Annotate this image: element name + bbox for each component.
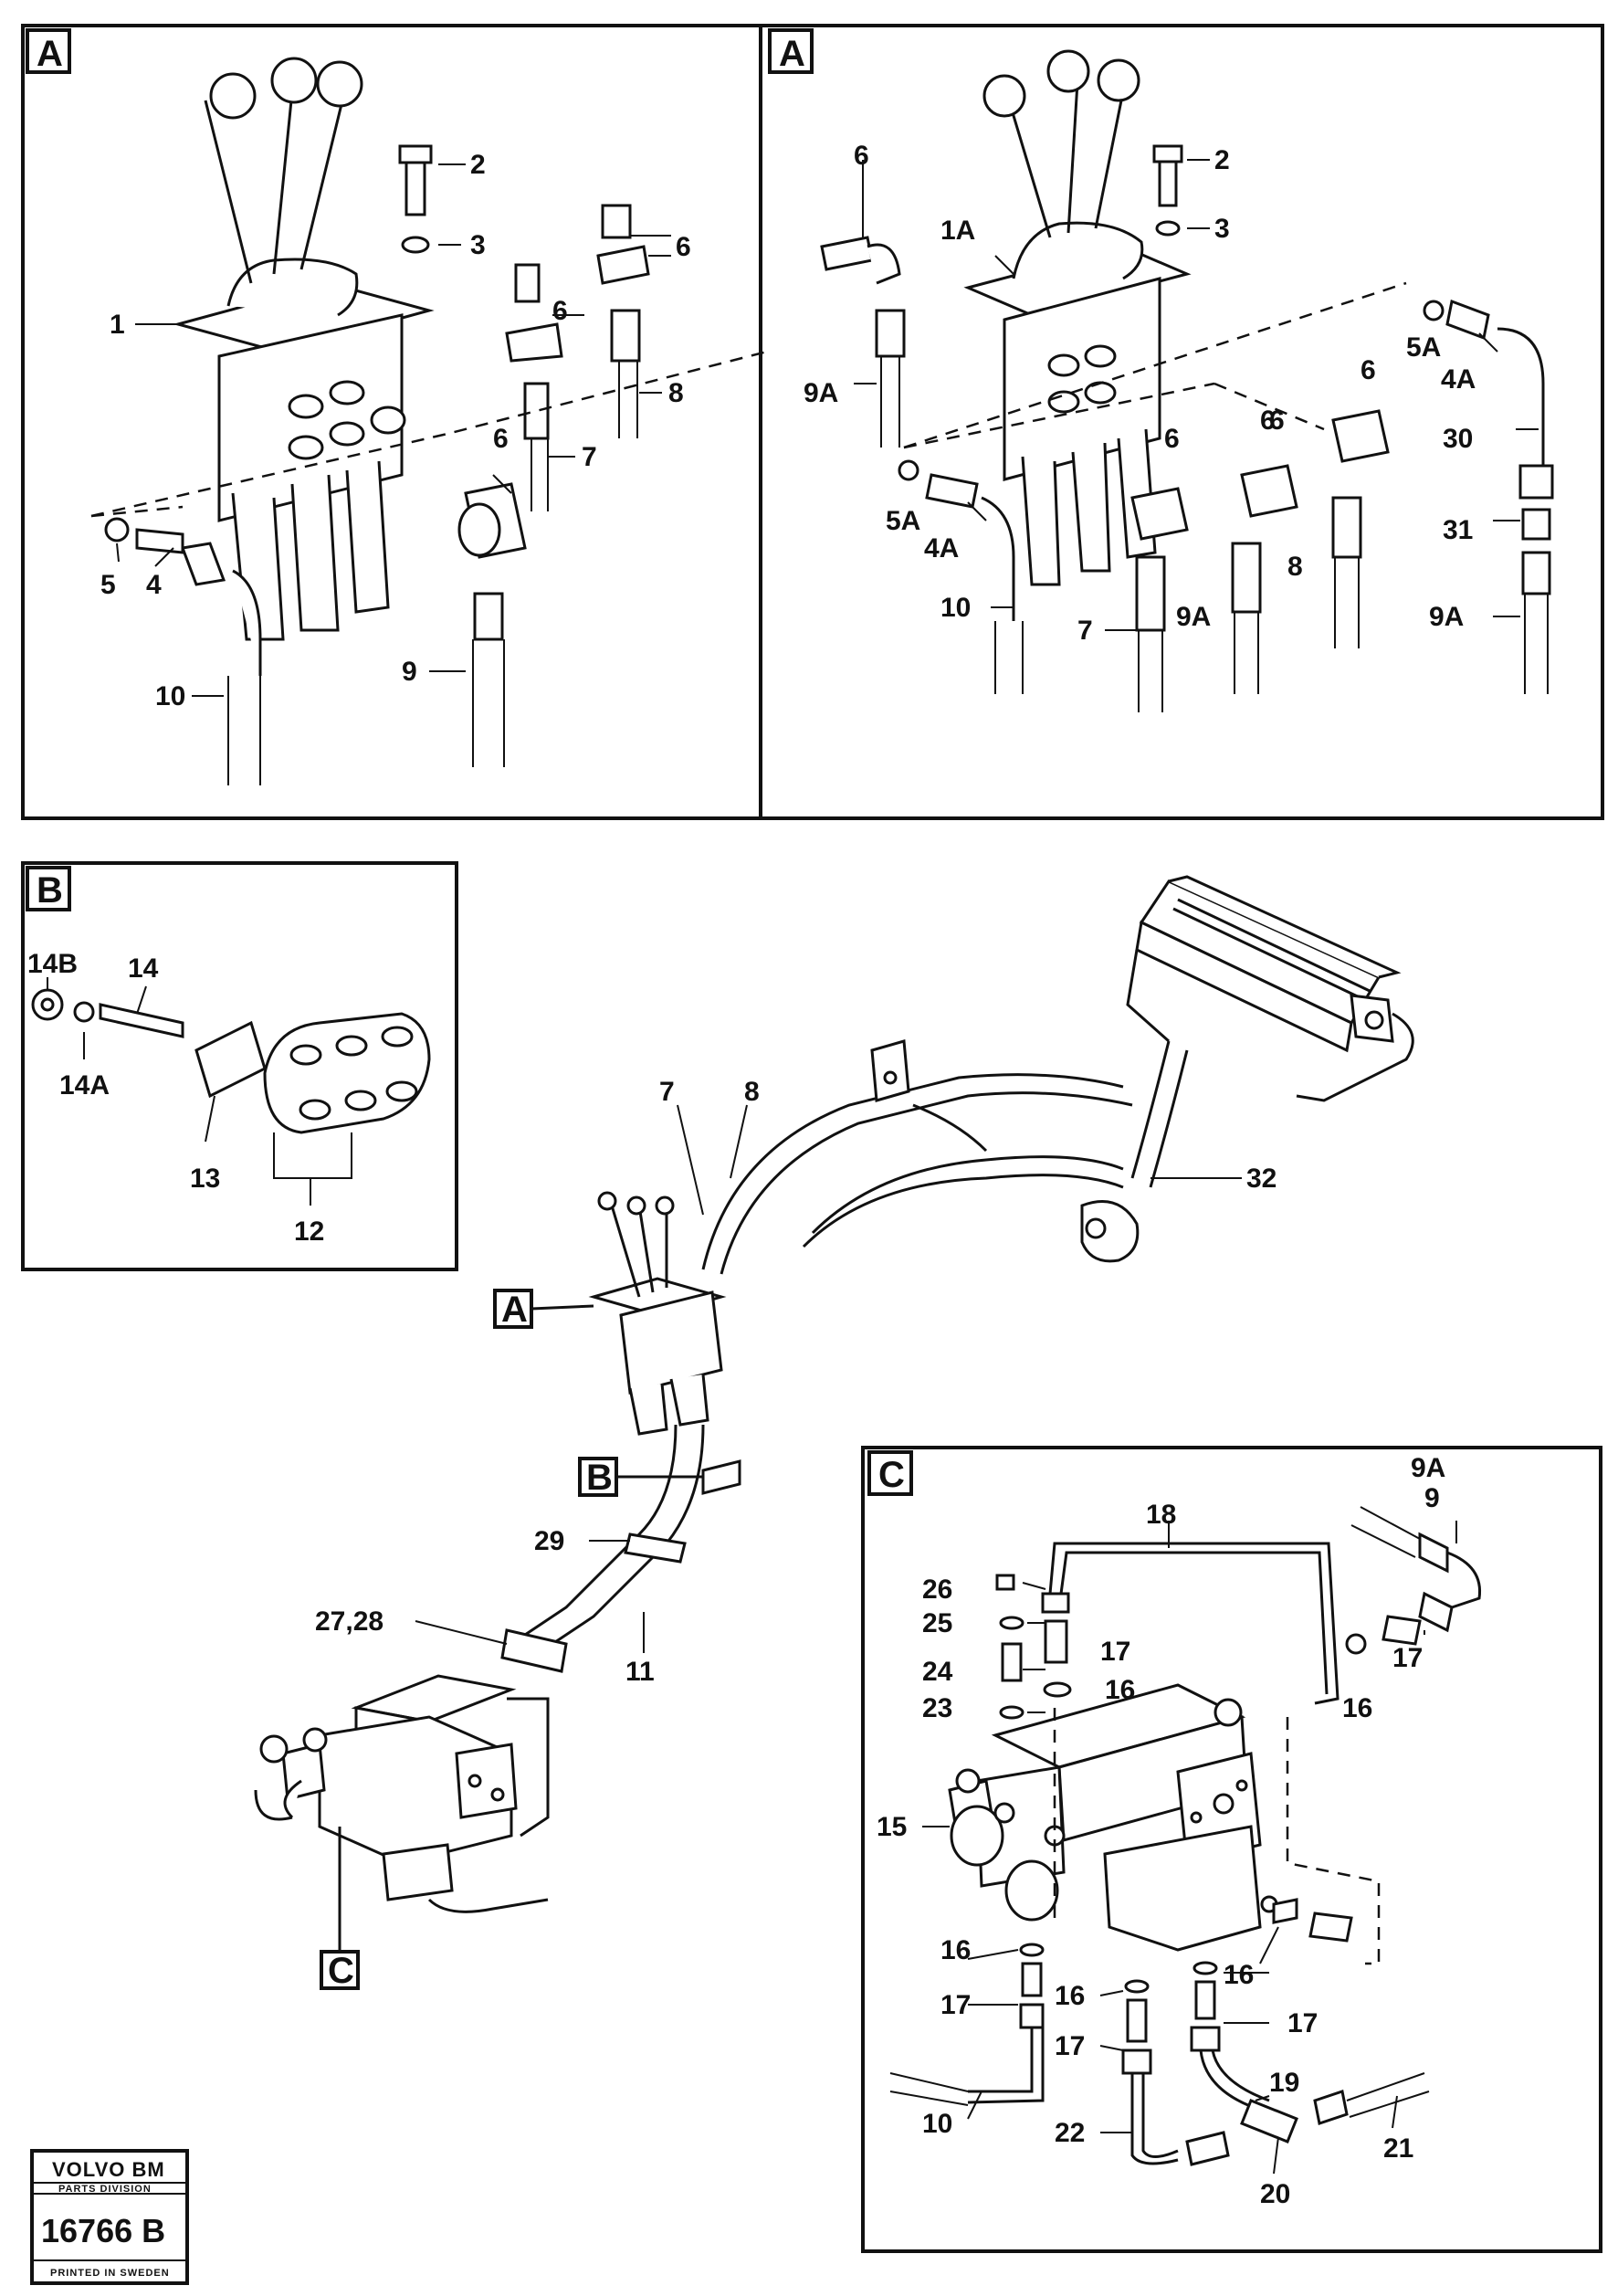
control-valve-1a [963, 49, 1192, 586]
volvo-bm-stamp: VOLVO BM PARTS DIVISION 16766 B PRINTED … [30, 2149, 189, 2285]
part-number-label: 16 [1342, 1693, 1372, 1723]
part-number-label: 16 [1105, 1675, 1135, 1705]
panel-a-right-letter: A [779, 34, 805, 74]
part-number-label: 6 [1361, 355, 1376, 385]
part-number-label: 14B [27, 949, 78, 979]
part-number-label: 14A [59, 1070, 110, 1101]
part-number-label: 9A [1429, 602, 1464, 632]
main-control-valve [588, 1191, 727, 1436]
part-number-label: 9 [402, 657, 417, 687]
part-number-label: 3 [470, 230, 486, 260]
part-number-label: 24 [922, 1657, 953, 1687]
part-number-label: 18 [1146, 1500, 1176, 1530]
part-number-label: 9A [1411, 1453, 1445, 1483]
main-assembly: A B C 7 8 11 27,28 29 32 [254, 875, 1414, 1991]
part-number-label: 5A [886, 506, 920, 536]
part-number-label: 6 [676, 232, 691, 262]
part-number-label: 29 [534, 1526, 564, 1556]
stamp-division: PARTS DIVISION [58, 2184, 152, 2195]
part-number-label: 2 [1214, 145, 1230, 175]
panel-a-right: A [759, 24, 1604, 820]
part-number-label: 9A [1176, 602, 1211, 632]
part-number-label: 17 [940, 1990, 971, 2020]
part-number-label: 17 [1287, 2008, 1318, 2038]
part-number-label: 13 [190, 1164, 220, 1194]
part-number-label: 27,28 [315, 1606, 383, 1637]
part-number-label: 32 [1246, 1164, 1277, 1194]
part-number-label: 1 [110, 310, 125, 340]
panel-a-left: A [21, 24, 768, 820]
part-number-label: 5 [100, 570, 116, 600]
part-number-label: 16 [1224, 1960, 1254, 1990]
callout-c-letter: C [328, 1951, 354, 1991]
callout-a-letter: A [501, 1290, 528, 1330]
part-number-label: 23 [922, 1693, 952, 1723]
part-number-label: 7 [582, 442, 597, 472]
panel-b-letter: B [37, 870, 63, 911]
part-number-label: 26 [922, 1575, 952, 1605]
panel-a-left-letter: A [37, 34, 63, 74]
panel-c: C [861, 1446, 1602, 2253]
stamp-number: 16766 B [41, 2212, 165, 2249]
part-number-label: 8 [744, 1077, 760, 1107]
oil-cooler [1126, 875, 1414, 1102]
part-number-label: 30 [1443, 424, 1473, 454]
part-number-label: 10 [922, 2109, 952, 2139]
part-number-label: 9A [804, 378, 838, 408]
part-number-label: 8 [1287, 552, 1303, 582]
panel-a-right-frame [759, 24, 1604, 820]
part-number-label: 4A [1441, 364, 1476, 395]
control-valve-1 [173, 57, 435, 641]
part-number-label: 6 [1269, 405, 1285, 436]
part-number-label: 9 [1424, 1483, 1440, 1513]
part-number-label: 5A [1406, 332, 1441, 363]
panel-b-frame [21, 861, 458, 1271]
part-number-label: 22 [1055, 2118, 1085, 2148]
part-number-label: 12 [294, 1216, 324, 1247]
part-number-label: 20 [1260, 2179, 1290, 2209]
main-valve-block [254, 1674, 550, 1913]
panel-c-letter: C [878, 1455, 905, 1495]
part-number-label: 6 [1164, 424, 1180, 454]
part-number-label: 2 [470, 150, 486, 180]
part-number-label: 19 [1269, 2068, 1299, 2098]
part-number-label: 16 [1055, 1981, 1085, 2011]
part-number-label: 15 [877, 1812, 907, 1842]
part-number-label: 17 [1055, 2031, 1085, 2061]
panel-b: B 12 13 14 14A 14B [21, 861, 458, 1271]
part-number-label: 16 [940, 1935, 971, 1965]
stamp-brand: VOLVO BM [52, 2158, 165, 2181]
part-number-label: 17 [1392, 1643, 1423, 1673]
part-number-label: 4 [146, 570, 162, 600]
part-number-label: 25 [922, 1608, 952, 1638]
part-number-label: 6 [552, 296, 568, 326]
valve-block-15 [948, 1683, 1278, 1952]
part-number-label: 6 [854, 141, 869, 171]
part-number-label: 10 [155, 681, 185, 711]
part-number-label: 31 [1443, 515, 1473, 545]
part-number-label: 6 [1260, 405, 1276, 436]
part-number-label: 7 [1077, 616, 1093, 646]
part-number-label: 14 [128, 953, 159, 984]
part-number-label: 11 [625, 1657, 655, 1687]
part-number-label: 1A [940, 216, 975, 246]
panel-c-frame [861, 1446, 1602, 2253]
part-number-label: 6 [493, 424, 509, 454]
part-number-label: 4A [924, 533, 959, 563]
part-number-label: 8 [668, 378, 684, 408]
part-number-label: 17 [1100, 1637, 1130, 1667]
callout-b-letter: B [586, 1458, 613, 1498]
stamp-printed: PRINTED IN SWEDEN [50, 2268, 170, 2279]
part-number-label: 21 [1383, 2133, 1413, 2164]
part-number-label: 10 [940, 593, 971, 623]
part-number-label: 3 [1214, 214, 1230, 244]
part-number-label: 7 [659, 1077, 675, 1107]
